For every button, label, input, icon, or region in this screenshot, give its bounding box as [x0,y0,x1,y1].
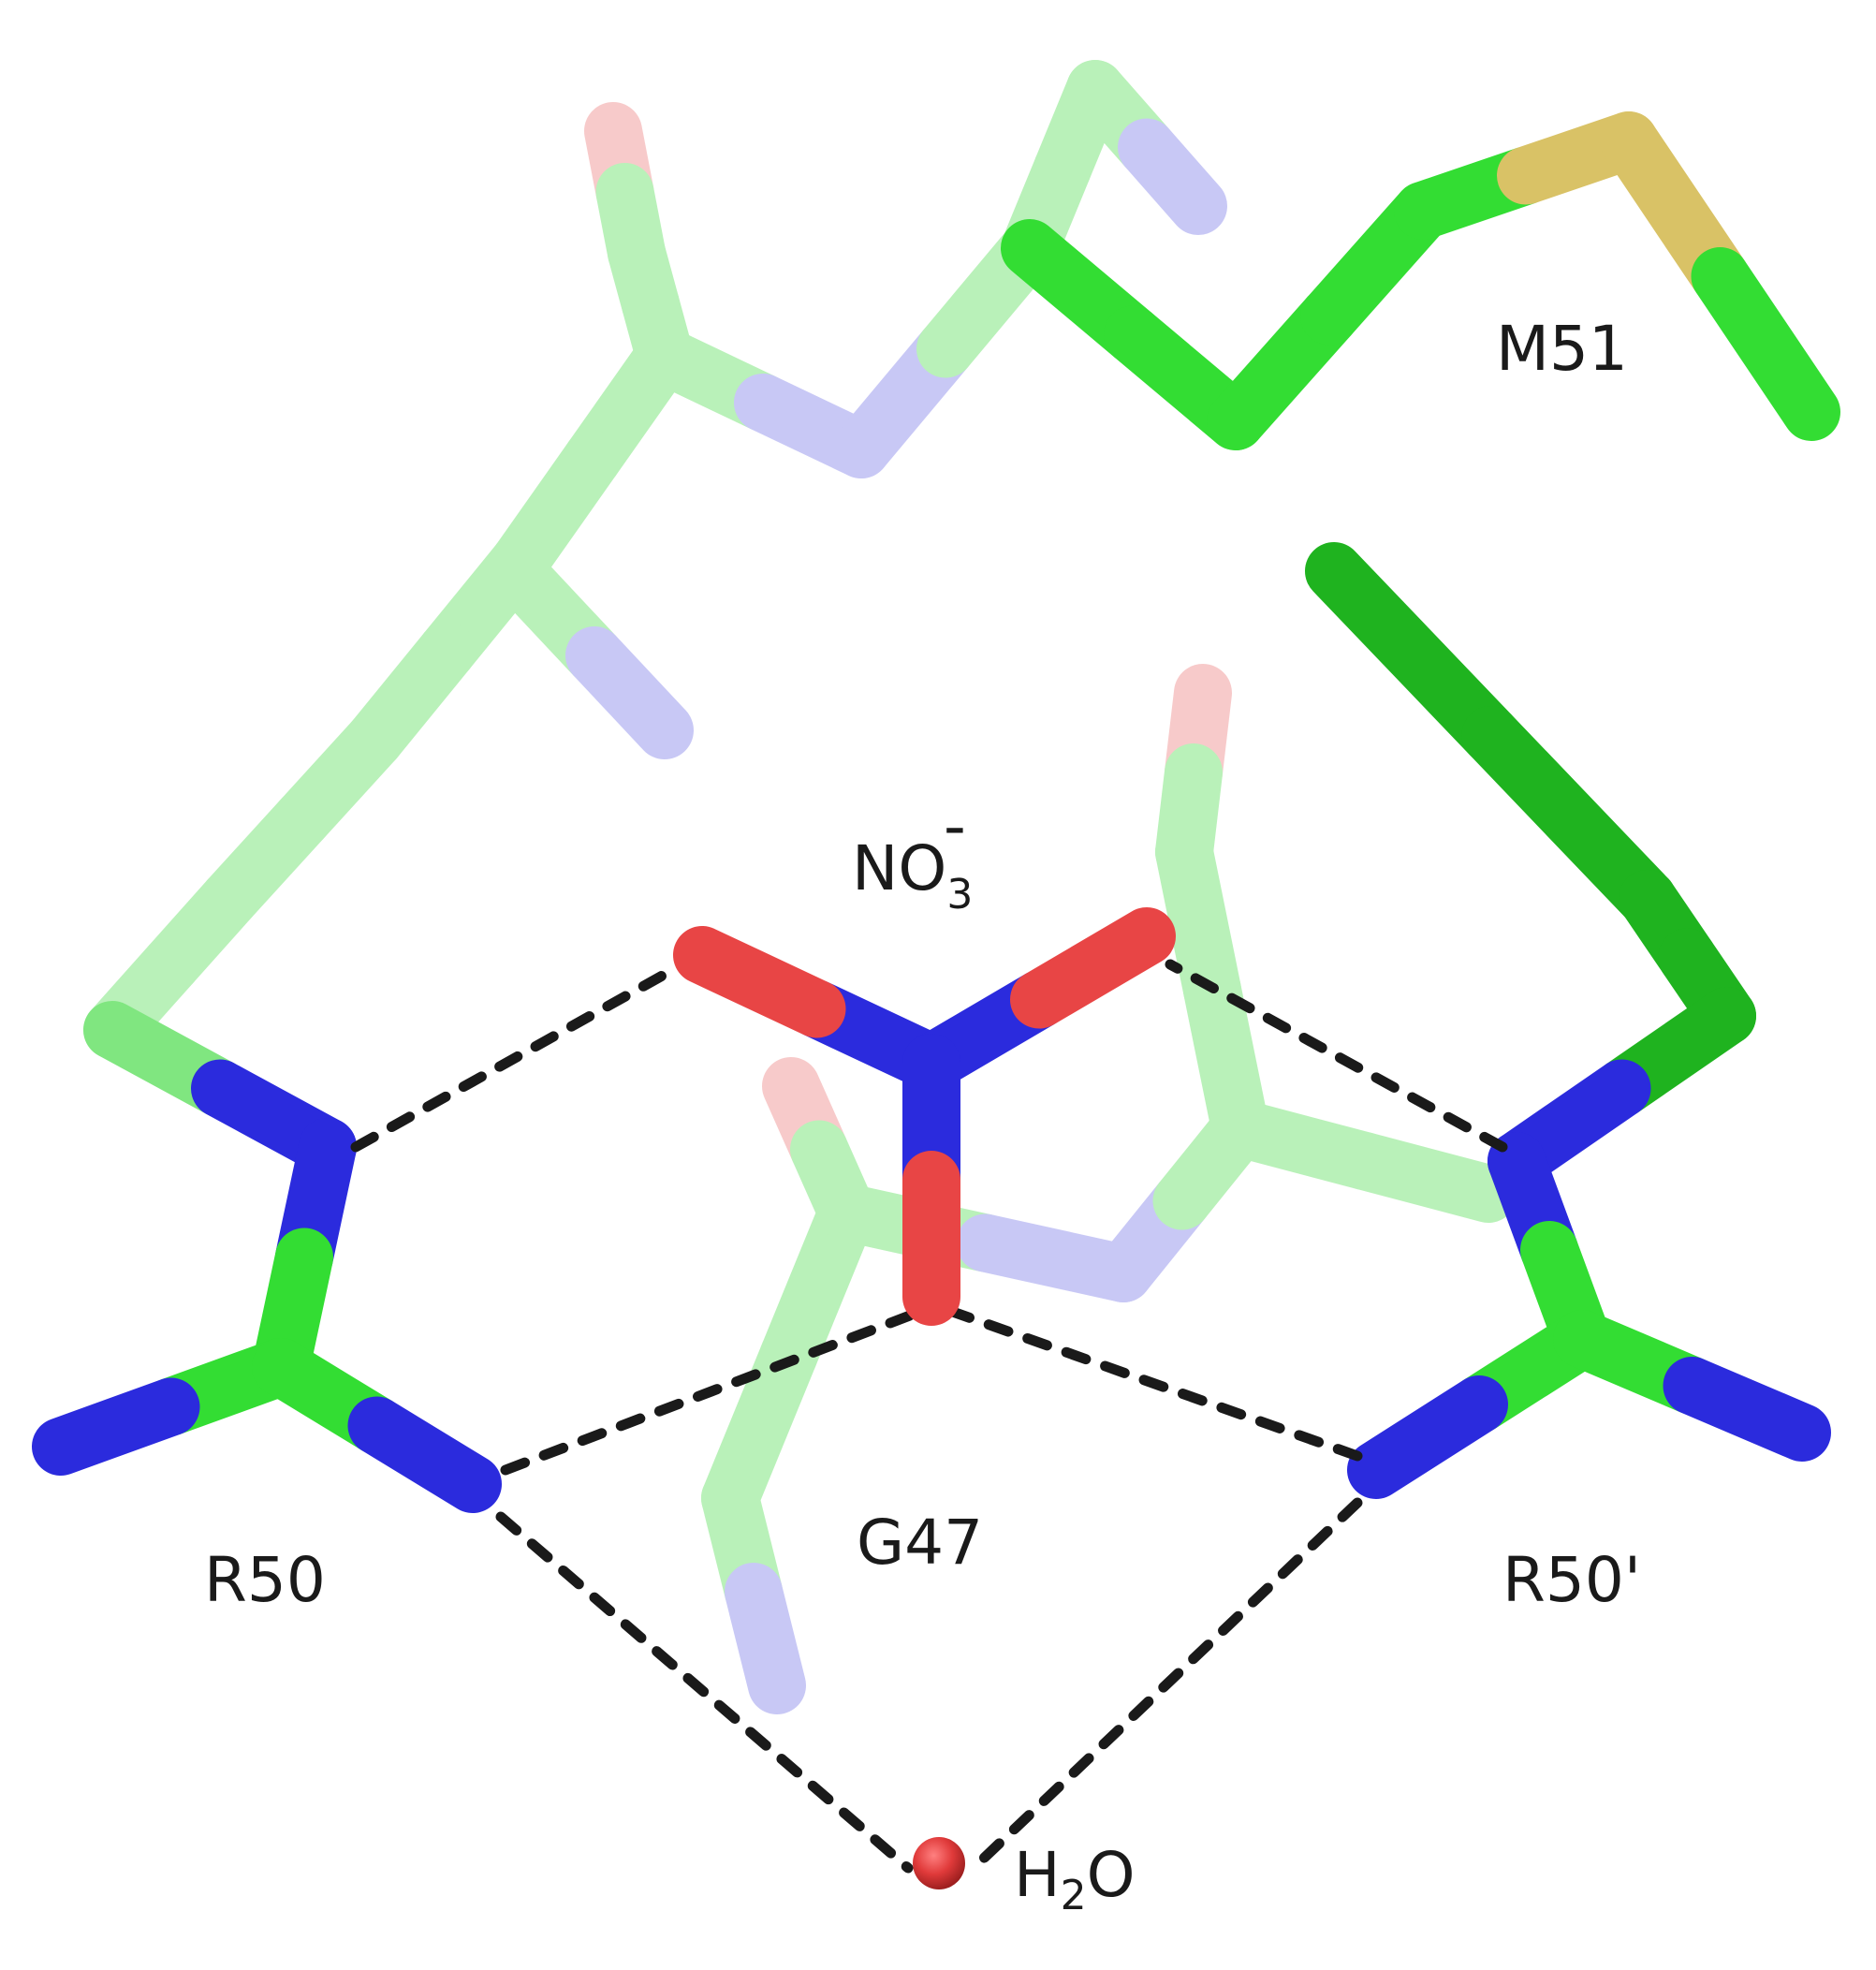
label-nitrate-charge: - [944,790,966,862]
water-molecule [913,1837,965,1889]
hydrogen-bonds [350,959,1508,1874]
label-m51: M51 [1496,313,1628,385]
label-water: H2O [1014,1839,1136,1919]
label-water-sub: 2 [1061,1872,1087,1919]
r50-bond-cz-nh1-half-2 [32,1377,200,1476]
hbond-r50-water [495,1511,914,1874]
label-g47: G47 [857,1507,983,1579]
r50-bond-cz-nh2-half-2 [347,1396,502,1513]
foreground-residues [32,111,1840,1513]
label-r50-prime: R50' [1502,1544,1641,1616]
label-nitrate: NO3 [852,832,973,919]
r50p-bond-cb-cg-half-2 [1461,706,1677,928]
r50p-bond-cz-nh1-half-2 [1347,1375,1508,1499]
hbond-r50-nitrate-bottom [500,1305,928,1476]
nitrate-ion [673,907,1176,1326]
hbond-r50prime-nitrate-top [1165,959,1508,1153]
label-water-tail: O [1087,1839,1136,1911]
r50p-bond-cz-nh2-half-2 [1663,1357,1831,1462]
bg-bond-far-c-half-2 [1183,961,1269,1157]
nitrate-bond-o1-half-2 [673,926,846,1038]
hbond-r50-nitrate-top [350,963,680,1153]
label-r50: R50 [204,1544,326,1616]
bg-bond-ca-n2-half-2 [1118,118,1227,235]
label-nitrate-base: NO [852,832,946,904]
nitrate-bond-o2-half-2 [1010,907,1176,1029]
hbond-r50prime-water [968,1497,1363,1874]
background-residues [83,60,1517,1714]
bg-bond-g47-n-half-2 [725,1563,806,1714]
label-nitrate-sub: 3 [946,871,973,919]
water-oxygen-sphere [913,1837,965,1889]
bg-bond-g47-c3-half-2 [1335,1132,1517,1223]
label-water-base: H [1014,1839,1061,1911]
r50p-bond-cb-cg-half-1 [1305,542,1520,764]
hbond-r50prime-nitrate-bottom [945,1305,1363,1462]
bg-bond-side-n-half-2 [565,626,694,759]
m51-bond-sd-ce-half-2 [1691,247,1840,441]
